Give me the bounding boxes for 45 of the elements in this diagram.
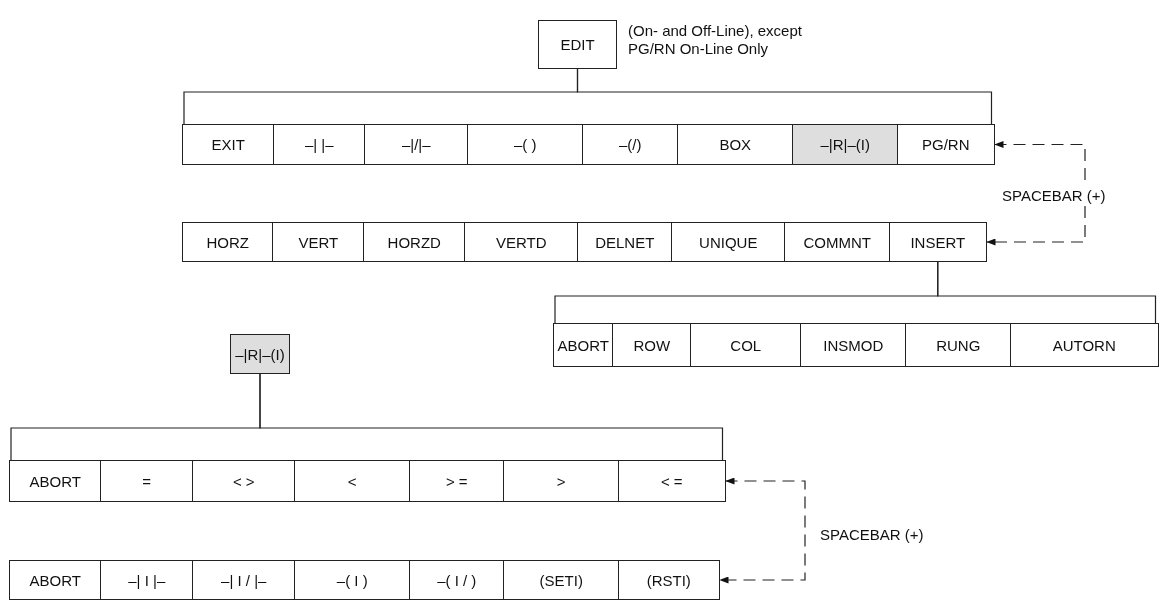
- menu-key: ABORT: [9, 560, 102, 600]
- menu-key: AUTORN: [1010, 323, 1159, 367]
- menu-key: HORZD: [363, 222, 466, 262]
- menu-key: –( ): [467, 124, 584, 165]
- menu-key: >: [503, 460, 620, 502]
- menu-key: INSMOD: [800, 323, 907, 367]
- menu-key: VERTD: [464, 222, 579, 262]
- menu-key: RUNG: [905, 323, 1012, 367]
- menu-key: –( I / ): [409, 560, 505, 600]
- menu-key: EDIT: [538, 20, 617, 69]
- menu-key: UNIQUE: [671, 222, 786, 262]
- menu-key: –(/): [582, 124, 679, 165]
- menu-key: –| I |–: [100, 560, 194, 600]
- menu-key: ABORT: [553, 323, 614, 367]
- bracket-connector: [259, 373, 724, 461]
- menu-key: –| |–: [273, 124, 366, 165]
- menu-key: COL: [690, 323, 802, 367]
- menu-key: DELNET: [577, 222, 673, 262]
- menu-key: (SETI): [503, 560, 620, 600]
- bracket-connector: [937, 261, 1157, 324]
- menu-key: –( I ): [294, 560, 411, 600]
- note-text: (On- and Off-Line), except PG/RN On-Line Only: [628, 22, 803, 58]
- menu-key: –|R|–(I): [792, 124, 899, 165]
- menu-key: –| I / |–: [192, 560, 296, 600]
- menu-key: –|/|–: [364, 124, 469, 165]
- menu-key: INSERT: [889, 222, 987, 262]
- menu-key: ABORT: [9, 460, 102, 502]
- menu-key: COMMNT: [784, 222, 891, 262]
- menu-key: –|R|–(I): [230, 334, 290, 374]
- menu-key: BOX: [677, 124, 794, 165]
- menu-key: EXIT: [182, 124, 275, 165]
- menu-key: ROW: [612, 323, 692, 367]
- menu-key: (RSTI): [618, 560, 720, 600]
- edge-label: SPACEBAR (+): [1000, 186, 1108, 205]
- menu-key: <: [294, 460, 411, 502]
- arrow: [985, 141, 1086, 246]
- bracket-connector: [576, 68, 993, 125]
- menu-key: > =: [409, 460, 505, 502]
- menu-key: < >: [192, 460, 296, 502]
- menu-key: =: [100, 460, 194, 502]
- menu-key: HORZ: [182, 222, 274, 262]
- menu-key: PG/RN: [897, 124, 995, 165]
- arrow: [718, 477, 806, 584]
- menu-key: < =: [618, 460, 726, 502]
- menu-key: VERT: [272, 222, 365, 262]
